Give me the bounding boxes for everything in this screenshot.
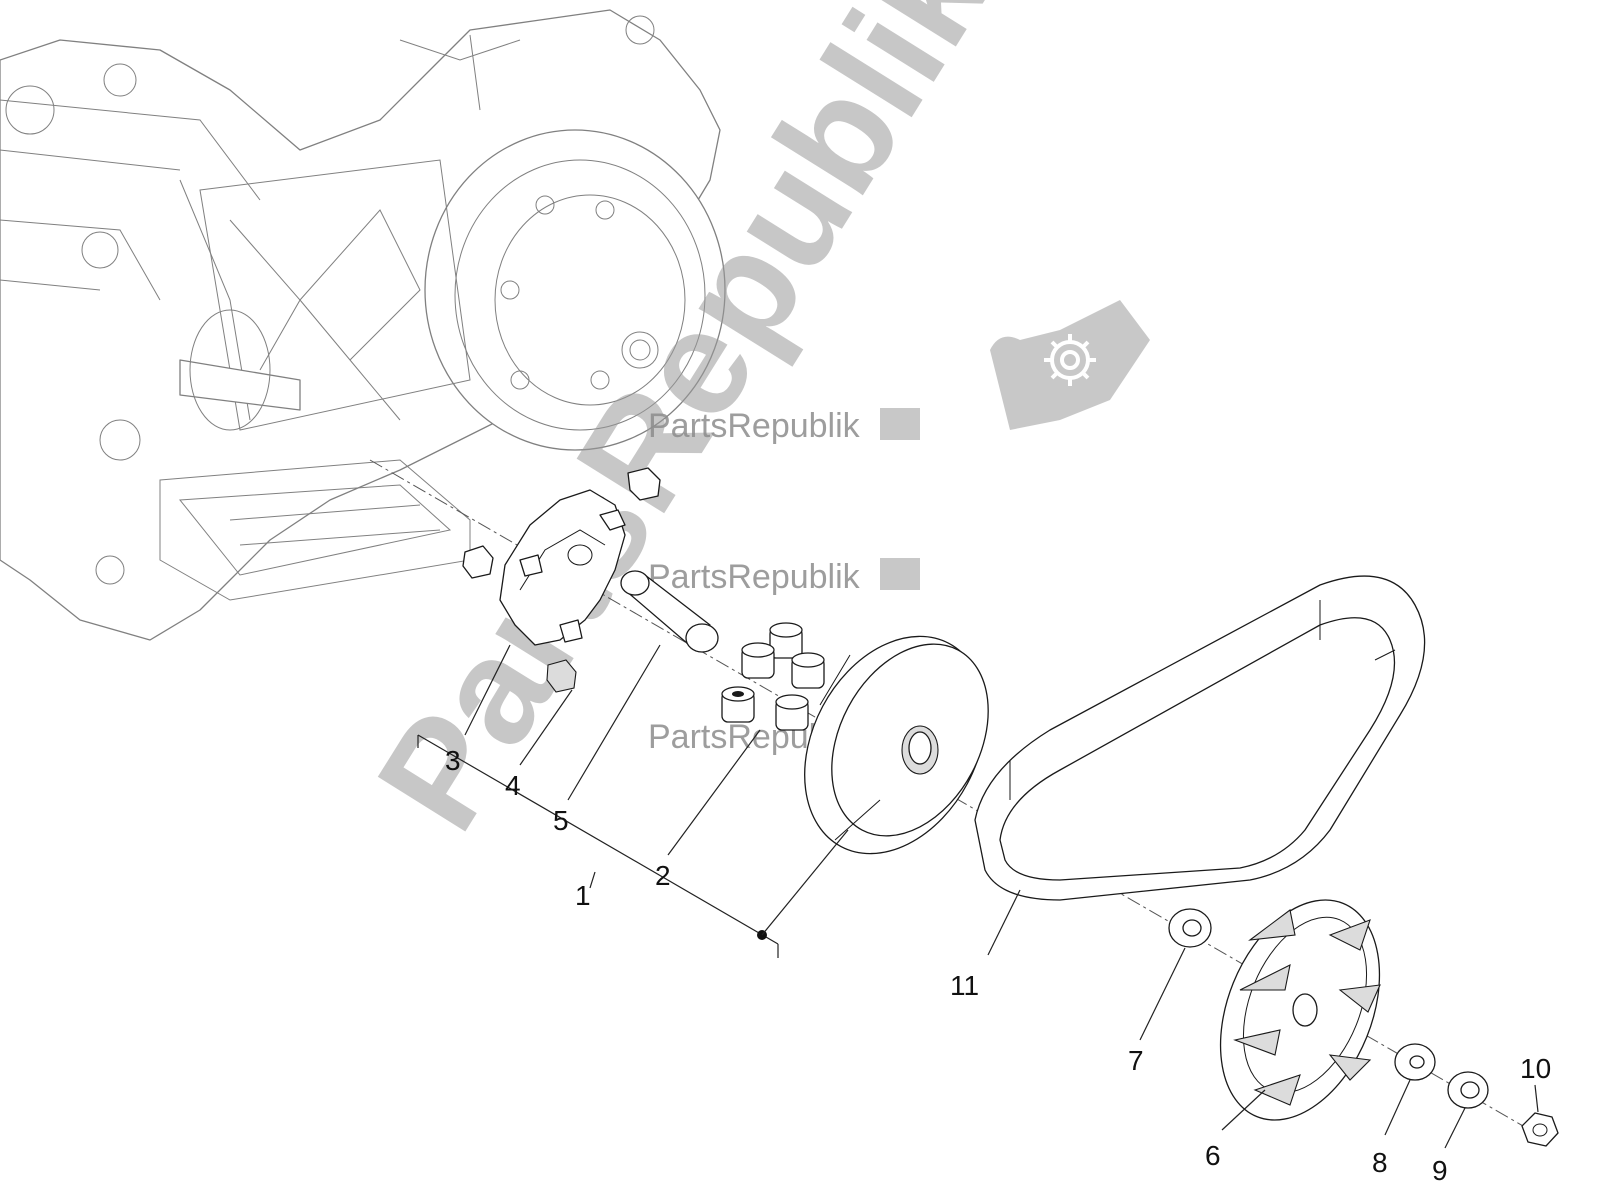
callout-2: 2 [655,860,671,891]
callout-9: 9 [1432,1155,1448,1186]
watermark-small-1: PartsRepublik [648,407,920,445]
callout-8: 8 [1372,1147,1388,1178]
part-8-washer [1394,1043,1436,1081]
part-6-fan-pulley [1219,899,1381,1121]
callout-4: 4 [505,770,521,801]
callout-11: 11 [950,970,979,1001]
part-9-washer [1447,1071,1489,1109]
gear-flag-icon [990,300,1150,430]
part-2-rollers [721,622,825,731]
callout-5: 5 [553,805,569,836]
callout-6: 6 [1205,1140,1221,1171]
callout-1: 1 [575,880,591,911]
gear-icon [880,408,920,440]
watermark-small-text: PartsRepublik [648,558,861,596]
part-4-slider [462,467,661,693]
part-3-ramp-plate [499,489,626,646]
part-1-variator-pulley [804,635,989,855]
callout-numbers: 1 2 3 4 5 6 7 8 9 10 11 [445,745,1551,1186]
gear-icon [880,558,920,590]
watermark-small-2: PartsRepublik [648,558,920,596]
callout-10: 10 [1520,1053,1551,1084]
leader-lines [417,644,1539,1149]
callout-3: 3 [445,745,461,776]
callout-7: 7 [1128,1045,1144,1076]
watermark-small-text: PartsRepublik [648,407,861,445]
part-5-bushing [620,570,719,653]
part-11-drive-belt [974,575,1426,901]
part-7-washer [1168,908,1212,948]
engine-crankcase-drawing [0,9,726,641]
part-10-nut [1521,1112,1559,1147]
